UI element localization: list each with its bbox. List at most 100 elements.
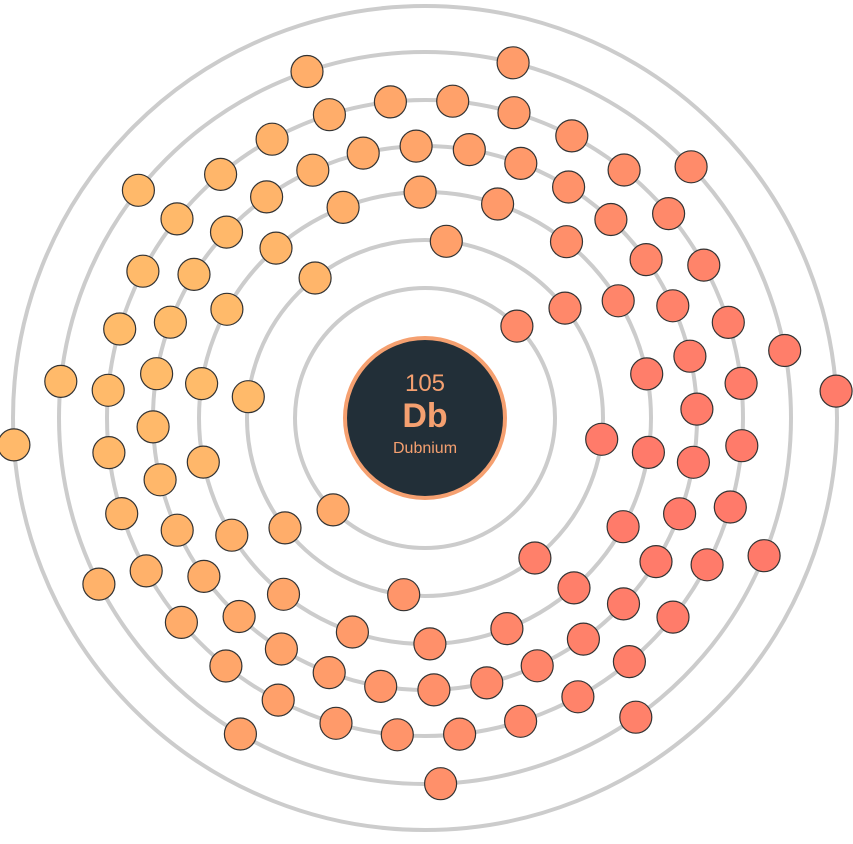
orbit-shell-1 <box>293 286 557 550</box>
electron-shell-5 <box>105 496 139 531</box>
electron-shell-3 <box>631 435 666 469</box>
electron-shell-6 <box>674 150 708 184</box>
electron-shell-4 <box>296 153 330 187</box>
electron-shell-3 <box>630 357 664 391</box>
electron-shell-6 <box>747 539 781 573</box>
electron-shell-2 <box>268 511 302 545</box>
electron-shell-6 <box>768 333 802 368</box>
electron-shell-2 <box>429 224 463 258</box>
electron-shell-3 <box>215 518 249 552</box>
electron-shell-4 <box>177 257 211 291</box>
electron-shell-4 <box>520 649 554 683</box>
electron-shell-4 <box>639 544 673 579</box>
orbit-shell-2 <box>245 238 605 598</box>
electron-shell-3 <box>210 292 244 326</box>
electron-shell-4 <box>160 513 194 547</box>
electron-shell-4 <box>399 129 433 163</box>
electron-shell-4 <box>250 180 284 214</box>
electron-shell-5 <box>209 649 243 683</box>
electron-shell-4 <box>312 655 346 690</box>
electron-shell-3 <box>557 571 591 605</box>
electron-shell-1 <box>500 309 534 343</box>
electron-shell-6 <box>496 46 530 80</box>
electron-shell-4 <box>187 559 221 594</box>
electron-shell-6 <box>44 364 78 398</box>
electron-shell-4 <box>143 463 177 497</box>
electron-shell-4 <box>606 587 641 621</box>
electron-shell-5 <box>690 548 724 582</box>
electron-shell-5 <box>503 704 538 738</box>
electron-shell-5 <box>312 98 346 132</box>
electron-shell-5 <box>724 366 758 400</box>
electron-shell-6 <box>619 700 653 734</box>
electron-shell-5 <box>319 706 353 740</box>
electron-shell-1 <box>316 493 350 527</box>
electron-shell-4 <box>629 243 663 277</box>
electron-shell-5 <box>555 119 589 153</box>
electron-shell-4 <box>153 305 187 339</box>
electron-shell-7 <box>0 428 31 462</box>
electron-shell-5 <box>255 122 289 156</box>
electron-shell-5 <box>164 605 198 640</box>
electron-shell-4 <box>594 202 628 237</box>
electron-shell-4 <box>346 136 380 170</box>
electron-shell-4 <box>673 339 707 373</box>
electron-shell-5 <box>711 305 745 339</box>
electron-shell-5 <box>103 312 137 346</box>
electron-shell-3 <box>186 445 220 479</box>
electron-shell-5 <box>561 680 595 714</box>
electron-shell-4 <box>209 215 244 249</box>
nucleus-circle <box>343 336 507 500</box>
electron-shell-5 <box>497 96 531 130</box>
electron-shell-2 <box>231 380 265 414</box>
electron-shell-5 <box>261 683 295 717</box>
electron-shell-4 <box>656 289 690 323</box>
electron-shell-3 <box>185 367 219 401</box>
electron-shell-5 <box>612 644 647 679</box>
electron-shell-4 <box>452 133 486 167</box>
electron-shell-4 <box>470 666 504 700</box>
electron-shell-4 <box>140 357 174 391</box>
electron-shell-3 <box>601 284 635 318</box>
electron-shell-5 <box>129 554 163 588</box>
electron-shell-3 <box>606 510 640 544</box>
electron-shell-5 <box>607 153 641 187</box>
atomic-number: 105 <box>405 370 445 397</box>
nucleus: 105 Db Dubnium <box>343 336 507 500</box>
electron-shell-3 <box>403 175 437 209</box>
electron-shell-2 <box>548 291 582 325</box>
electron-shell-3 <box>490 611 524 646</box>
electron-layer <box>0 46 853 801</box>
electron-shell-3 <box>259 231 293 265</box>
electron-shell-4 <box>364 669 398 704</box>
electron-shell-5 <box>380 718 414 752</box>
electron-shell-5 <box>713 490 747 524</box>
electron-shell-3 <box>413 627 447 661</box>
electron-shell-3 <box>335 615 369 649</box>
electron-shell-7 <box>819 374 853 408</box>
electron-shell-6 <box>223 717 257 751</box>
orbit-shell-7 <box>11 4 839 832</box>
electron-shell-5 <box>92 436 126 470</box>
electron-shell-2 <box>387 578 421 612</box>
electron-shell-2 <box>518 541 552 575</box>
electron-shell-4 <box>566 622 601 656</box>
electron-shell-5 <box>725 429 759 463</box>
electron-shell-3 <box>326 190 360 224</box>
electron-shell-5 <box>443 717 477 751</box>
electron-shell-4 <box>662 497 697 531</box>
electron-shell-2 <box>298 261 332 295</box>
electron-shell-5 <box>91 373 125 407</box>
electron-shell-3 <box>481 187 515 221</box>
electron-shell-3 <box>549 225 584 259</box>
electron-shell-4 <box>264 632 298 666</box>
electron-shell-6 <box>424 767 458 801</box>
element-name: Dubnium <box>393 440 457 457</box>
electron-shell-6 <box>82 567 116 601</box>
electron-shell-5 <box>651 197 686 231</box>
electron-shell-6 <box>121 173 155 207</box>
electron-shell-5 <box>656 600 690 634</box>
electron-shell-4 <box>504 146 538 180</box>
electron-shell-3 <box>266 577 301 611</box>
